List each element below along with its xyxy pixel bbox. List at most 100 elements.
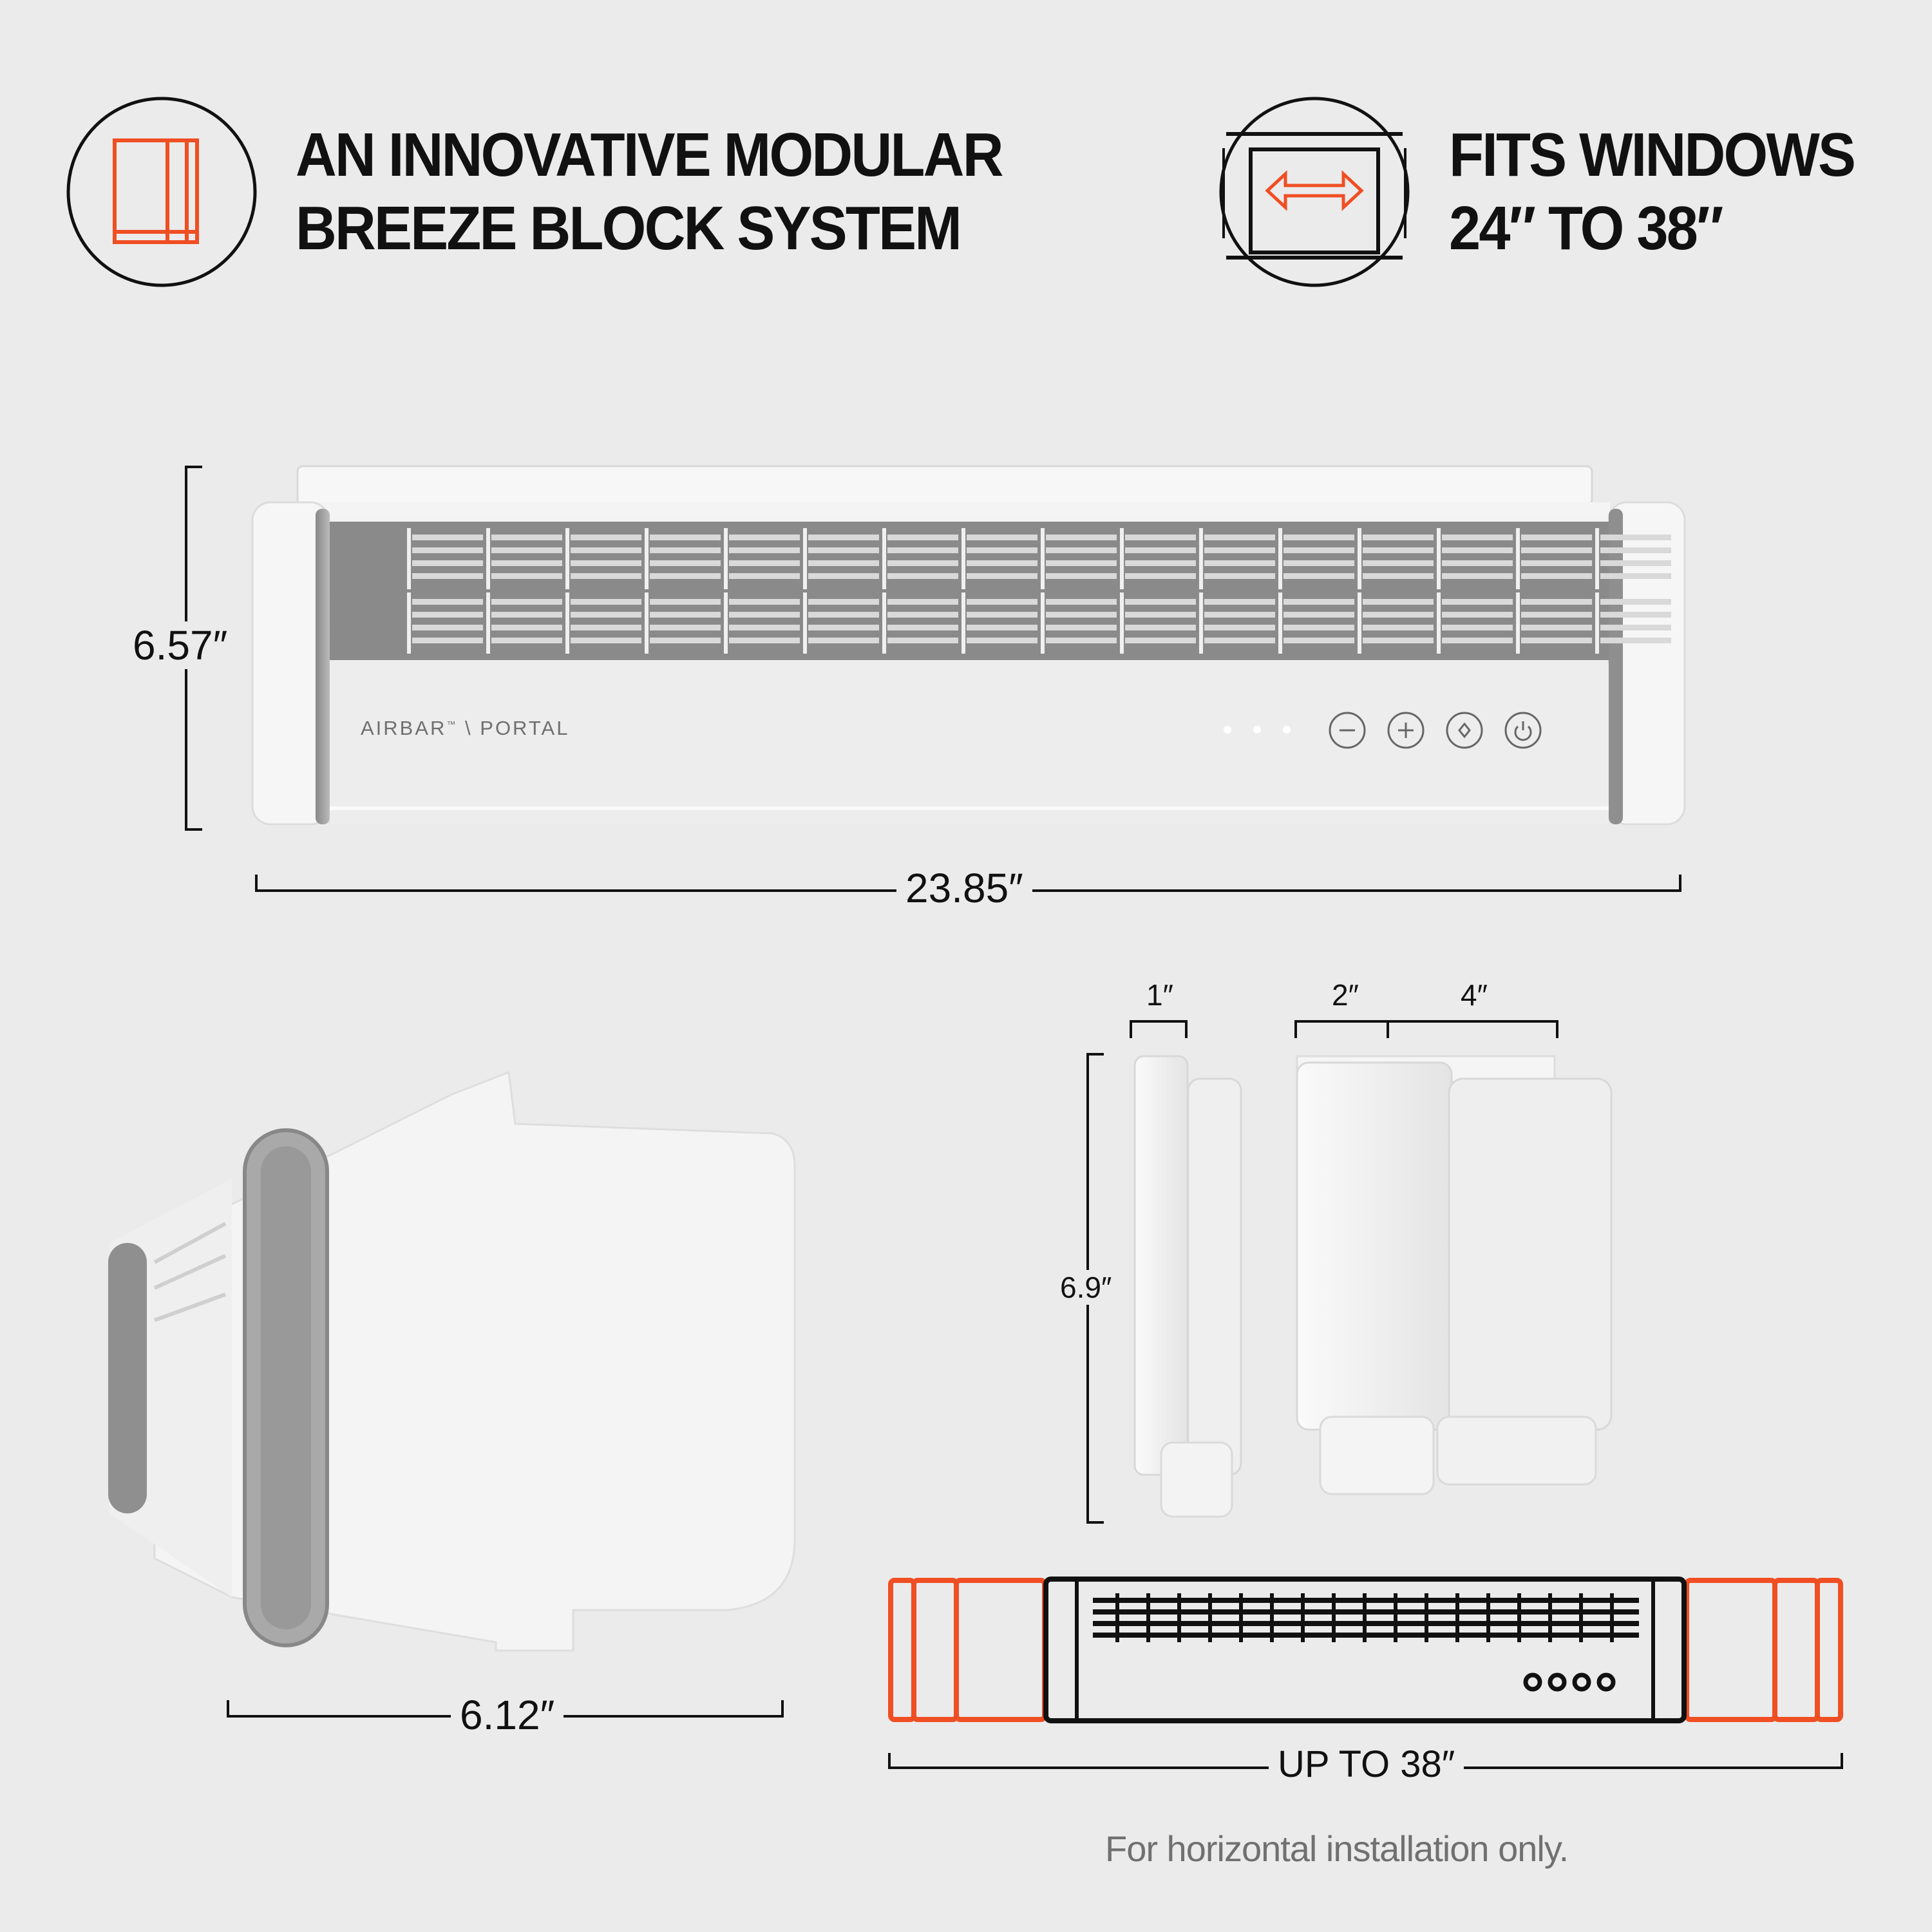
vent-louver <box>571 625 641 630</box>
vent-louver <box>1125 535 1196 540</box>
vent-louver <box>412 535 483 540</box>
model-name: \ PORTAL <box>465 717 570 739</box>
air-vent-grille <box>330 522 1609 660</box>
vent-louver <box>1283 573 1354 579</box>
vent-louver <box>491 547 562 553</box>
vent-louver <box>1442 547 1513 553</box>
vent-divider <box>645 528 649 589</box>
vent-louver <box>571 547 641 553</box>
vent-divider <box>1358 592 1361 654</box>
vent-louver <box>650 638 721 643</box>
vent-louver <box>967 612 1037 618</box>
vent-louver <box>491 612 562 618</box>
vent-louver <box>1521 560 1592 566</box>
vent-louver <box>1363 612 1434 618</box>
vent-louver <box>1046 573 1117 579</box>
vent-divider <box>803 528 807 589</box>
feature-1-title: AN INNOVATIVE MODULAR BREEZE BLOCK SYSTE… <box>296 118 1003 265</box>
vent-louver <box>1442 625 1513 630</box>
vent-louver <box>808 535 879 540</box>
block-height-label: 6.9″ <box>1060 1270 1112 1305</box>
vent-louver <box>1600 612 1671 618</box>
vent-louver <box>1442 612 1513 618</box>
vent-divider <box>1120 592 1124 654</box>
vent-louver <box>571 535 641 540</box>
vent-louver <box>729 625 800 630</box>
plus-button <box>1387 712 1425 749</box>
feature-2-title: FITS WINDOWS 24″ TO 38″ <box>1449 118 1856 265</box>
vent-louver <box>729 638 800 643</box>
brand-name: AIRBAR <box>361 717 447 739</box>
vent-louver <box>967 560 1037 566</box>
vent-divider <box>1437 592 1441 654</box>
breeze-block-1in <box>1133 1055 1242 1518</box>
vent-divider <box>882 528 886 589</box>
power-button <box>1504 712 1542 749</box>
vent-louver <box>1204 535 1275 540</box>
vent-louver <box>1046 547 1117 553</box>
footer-note: For horizontal installation only. <box>1105 1828 1569 1869</box>
vent-louver <box>1521 547 1592 553</box>
vent-louver <box>1442 560 1513 566</box>
vent-louver <box>571 599 641 605</box>
feature-2-line-1: FITS WINDOWS <box>1449 120 1856 189</box>
vent-divider <box>1278 528 1282 589</box>
vent-divider <box>1595 592 1599 654</box>
vent-divider <box>1120 528 1124 589</box>
vent-divider <box>565 528 569 589</box>
vent-louver <box>887 560 958 566</box>
vent-louver <box>491 599 562 605</box>
vent-louver <box>1046 638 1117 643</box>
vent-louver <box>729 573 800 579</box>
vent-louver <box>1600 599 1671 605</box>
vent-divider <box>1278 592 1282 654</box>
vent-louver <box>967 547 1037 553</box>
vent-louver <box>887 612 958 618</box>
vent-louver <box>1521 535 1592 540</box>
vent-louver <box>887 573 958 579</box>
depth-dimension-label: 6.12″ <box>451 1691 564 1739</box>
vent-louver <box>1125 560 1196 566</box>
vent-divider <box>961 592 965 654</box>
vent-divider <box>1199 592 1203 654</box>
vent-louver <box>1600 535 1671 540</box>
vent-louver <box>887 638 958 643</box>
vent-louver <box>967 535 1037 540</box>
vent-louver <box>1046 625 1117 630</box>
vent-louver <box>967 638 1037 643</box>
trademark: ™ <box>446 719 458 730</box>
vent-divider <box>724 592 728 654</box>
feature-1-line-2: BREEZE BLOCK SYSTEM <box>296 194 962 263</box>
block-width-1in-label: 1″ <box>1146 978 1173 1012</box>
vent-louver <box>1283 612 1354 618</box>
vent-louver <box>1204 547 1275 553</box>
indicator-lights <box>1224 726 1291 734</box>
assembly-diagram <box>888 1577 1843 1723</box>
vent-louver <box>1442 638 1513 643</box>
vent-louver <box>1363 573 1434 579</box>
vent-louver <box>808 547 879 553</box>
vent-louver <box>1125 612 1196 618</box>
width-dimension-label: 23.85″ <box>896 864 1032 912</box>
vent-louver <box>1521 573 1592 579</box>
vent-divider <box>1199 528 1203 589</box>
vent-louver <box>571 612 641 618</box>
vent-louver <box>650 547 721 553</box>
vent-divider <box>486 592 490 654</box>
vent-louver <box>1283 535 1354 540</box>
vent-louver <box>1046 535 1117 540</box>
vent-louver <box>650 599 721 605</box>
vent-louver <box>1363 638 1434 643</box>
max-width-label: UP TO 38″ <box>1269 1743 1464 1786</box>
vent-louver <box>1125 599 1196 605</box>
airbar-side-view <box>108 1070 796 1652</box>
vent-louver <box>887 599 958 605</box>
vent-louver <box>412 573 483 579</box>
vent-louver <box>650 573 721 579</box>
vent-louver <box>1046 599 1117 605</box>
modular-blocks-icon <box>66 97 257 287</box>
vent-louver <box>808 560 879 566</box>
vent-louver <box>1283 599 1354 605</box>
vent-louver <box>1125 547 1196 553</box>
